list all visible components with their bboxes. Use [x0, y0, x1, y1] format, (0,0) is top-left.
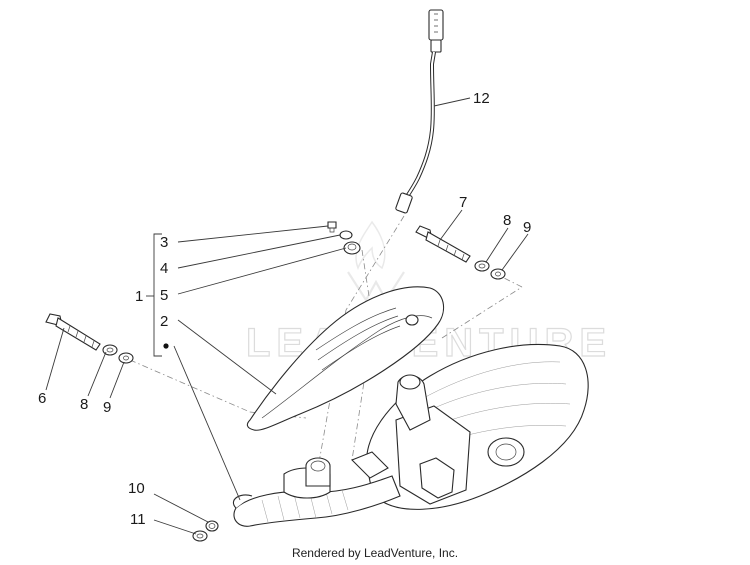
- washer-9-right: [490, 268, 506, 280]
- clip-screw: [327, 221, 337, 233]
- callout-8-right: 8: [503, 212, 511, 229]
- exhaust-pipe: [232, 457, 401, 527]
- group-bracket: [146, 233, 169, 357]
- lambda-sensor-cable: [395, 9, 444, 214]
- washer-8-left: [102, 344, 118, 356]
- small-washer: [339, 230, 353, 240]
- callout-9-left: 9: [103, 399, 111, 416]
- callout-2: 2: [160, 313, 168, 330]
- watermark-logo-icon: [347, 220, 405, 303]
- callouts: 3 4 1 5 2 6 8 9 7 8 9 12 10 11: [38, 90, 531, 528]
- bolt-7: [415, 225, 471, 263]
- callout-6: 6: [38, 390, 46, 407]
- callout-4: 4: [160, 260, 168, 277]
- callout-7: 7: [459, 194, 467, 211]
- washer-9-left: [118, 352, 134, 364]
- callout-9-right: 9: [523, 219, 531, 236]
- render-credit: Rendered by LeadVenture, Inc.: [291, 546, 459, 560]
- silencer-assembly: [351, 343, 589, 510]
- washer-8-right: [474, 260, 490, 272]
- exhaust-flange: [283, 457, 331, 499]
- callout-12: 12: [473, 90, 490, 107]
- bolt-6: [45, 313, 101, 351]
- callout-10: 10: [128, 480, 145, 497]
- spring-clip: [205, 520, 219, 532]
- callout-1: 1: [135, 288, 143, 305]
- callout-11: 11: [130, 511, 146, 528]
- callout-8-left: 8: [80, 396, 88, 413]
- callout-3: 3: [160, 234, 168, 251]
- leader-lines: [45, 97, 529, 535]
- callout-5: 5: [160, 287, 168, 304]
- nut: [343, 241, 361, 255]
- group-dot-icon: [163, 343, 169, 349]
- gasket-nut: [192, 530, 208, 542]
- heat-shield: [246, 286, 445, 431]
